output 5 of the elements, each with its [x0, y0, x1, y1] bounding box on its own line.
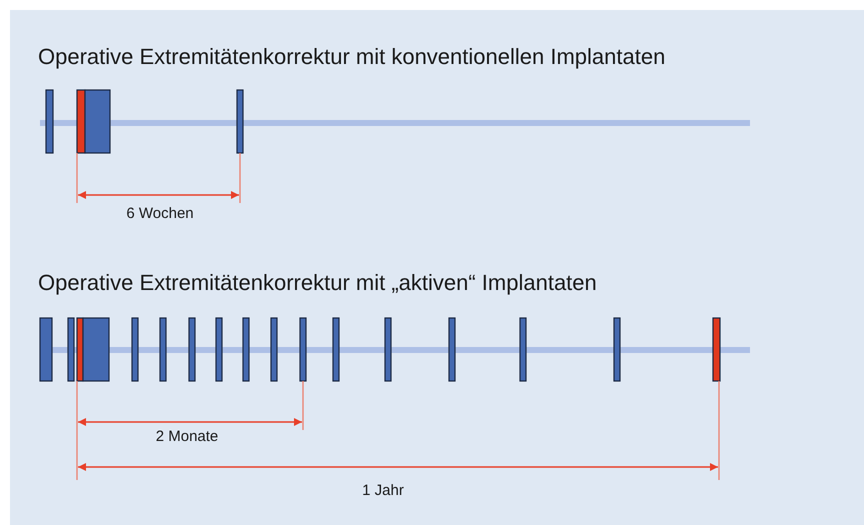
section-heading: Operative Extremitätenkorrektur mit konventionellen Implantaten — [38, 44, 666, 70]
section-heading: Operative Extremitätenkorrektur mit „aktiven“ Implantaten — [38, 270, 597, 296]
duration-label: 1 Jahr — [362, 482, 404, 499]
duration-label: 2 Monate — [156, 428, 218, 445]
duration-label: 6 Wochen — [126, 205, 194, 222]
